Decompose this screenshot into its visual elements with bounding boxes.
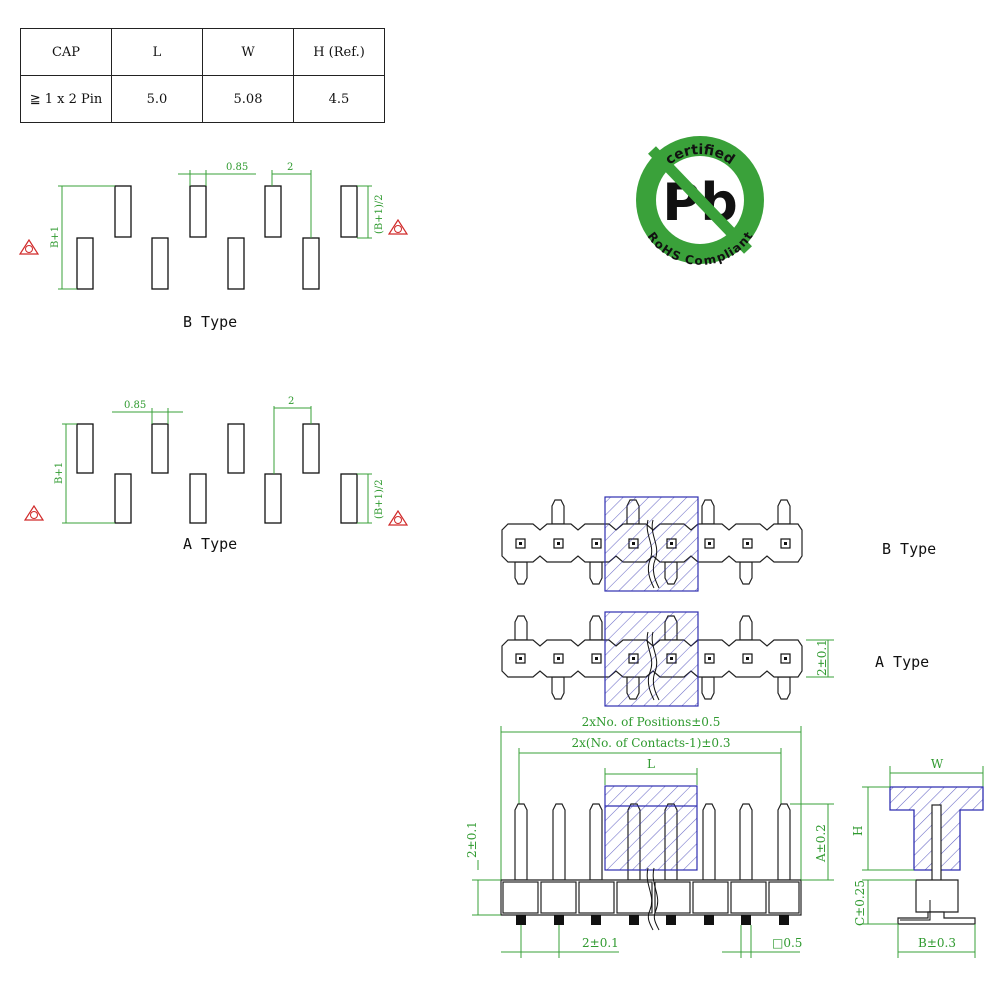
cap-header-cap: CAP (20, 28, 112, 76)
cap-value-w: 5.08 (202, 75, 294, 123)
positions-dim: 2xNo. of Positions±0.5 (582, 715, 721, 729)
b-type-footprint: B+1 0.85 2 (B+1)/2 B Type (18, 162, 409, 331)
b-pad-6 (151, 237, 169, 290)
cap-table-header-row: CAP L W H (Ref.) (20, 28, 385, 76)
b-type-side-view: B Type (501, 496, 936, 592)
pitch-dim: 2±0.1 (582, 936, 619, 950)
warning-c-icon (23, 504, 45, 521)
a-type-footprint: B+1 0.85 2 (B+1)/2 A Type (23, 396, 409, 553)
front-housing (500, 879, 802, 916)
a-pad-7 (264, 473, 282, 524)
end-view: W H C±0.25 B±0.3 (851, 757, 984, 958)
cap-value-h: 4.5 (293, 75, 385, 123)
end-height-dim: H (851, 826, 865, 836)
a-side-height-dim: 2±0.1 (815, 639, 829, 676)
front-cap-hatch (604, 785, 698, 871)
b-pad-8 (302, 237, 320, 290)
pin-a-dim: A±0.2 (814, 824, 828, 863)
a-pad-5 (114, 473, 132, 524)
b-side-label: B Type (882, 540, 936, 558)
b-dim-spacing: 2 (287, 162, 293, 173)
b-dim-half: (B+1)/2 (374, 194, 385, 234)
b-pad-5 (76, 237, 94, 290)
b-type-title: B Type (183, 313, 237, 331)
b-pad-1 (114, 185, 132, 238)
a-dim-height: B+1 (54, 462, 65, 484)
front-view: 2xNo. of Positions±0.5 2x(No. of Contact… (465, 715, 834, 958)
warning-c-icon (387, 509, 409, 526)
warning-c-icon (18, 238, 40, 255)
front-pin-tails (516, 915, 789, 925)
end-c-dim: C±0.25 (853, 880, 867, 926)
b-pad-7 (227, 237, 245, 290)
end-width-dim: W (931, 757, 944, 771)
a-dim-pitch: 0.85 (124, 400, 146, 411)
b-pad-4 (340, 185, 358, 238)
a-dim-half: (B+1)/2 (374, 479, 385, 519)
warning-c-icon (387, 218, 409, 235)
a-pad-8 (340, 473, 358, 524)
cap-value-pin: ≧ 1 x 2 Pin (20, 75, 112, 123)
a-type-side-view: 2±0.1 A Type (501, 611, 929, 707)
end-b-dim: B±0.3 (918, 936, 956, 950)
length-dim: L (647, 757, 655, 771)
a-pad-6 (189, 473, 207, 524)
a-pad-1 (76, 423, 94, 474)
a-pad-3 (227, 423, 245, 474)
a-type-title: A Type (183, 535, 237, 553)
b-dim-height: B+1 (50, 226, 61, 248)
a-pad-2 (151, 423, 169, 474)
a-side-label: A Type (875, 653, 929, 671)
a-dim-spacing: 2 (288, 396, 294, 407)
cap-value-l: 5.0 (111, 75, 203, 123)
square-dim: □0.5 (772, 936, 802, 950)
contacts-dim: 2x(No. of Contacts-1)±0.3 (571, 736, 730, 750)
cap-table-value-row: ≧ 1 x 2 Pin 5.0 5.08 4.5 (20, 75, 385, 123)
b-pad-3 (264, 185, 282, 238)
b-cap-hatch (604, 496, 699, 592)
cap-header-l: L (111, 28, 203, 76)
rohs-pb-icon: Pb certified RoHS Compliant (636, 136, 764, 268)
b-pad-2 (189, 185, 207, 238)
cap-table: CAP L W H (Ref.) ≧ 1 x 2 Pin 5.0 5.08 4.… (20, 28, 385, 123)
a-pad-4 (302, 423, 320, 474)
front-left-height-dim: 2±0.1 (465, 821, 479, 858)
b-dim-pitch: 0.85 (226, 162, 248, 173)
